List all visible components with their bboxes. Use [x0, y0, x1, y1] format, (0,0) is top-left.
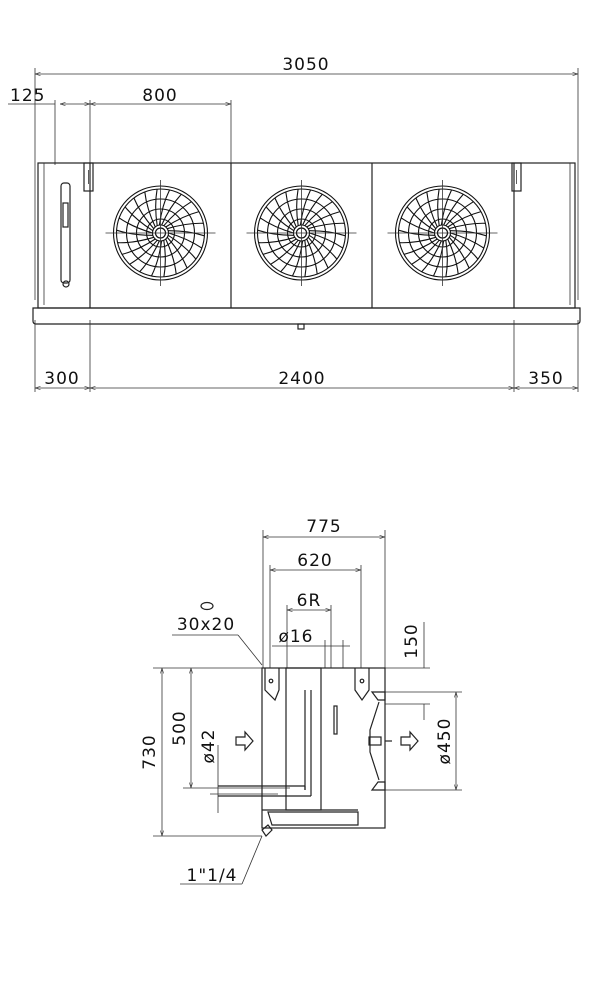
hanger-slot-symbol	[200, 601, 214, 611]
dimension-total-height: 730	[140, 668, 162, 836]
left-overhang-label: 300	[44, 369, 79, 389]
fan-section-label: 2400	[278, 369, 325, 389]
hanger-bracket-left	[83, 162, 94, 192]
hanger-bracket-right	[511, 162, 522, 192]
fan-guard	[246, 180, 357, 286]
dimension-overall-length: 3050	[35, 55, 578, 75]
fan-diameter-label: ø450	[435, 718, 455, 765]
fan-guard	[387, 180, 498, 286]
dimension-left-overhang: 300	[35, 369, 90, 389]
dimension-fan-offset: 150	[385, 622, 430, 720]
radius-label: 6R	[297, 591, 322, 611]
dimension-inner-depth: 620	[270, 551, 361, 571]
dimension-fan-diameter: ø450	[435, 692, 456, 790]
dimension-total-depth: 775	[263, 517, 385, 537]
dimension-right-overhang: 350	[514, 369, 578, 389]
tube-diameter-label: ø16	[278, 627, 313, 647]
fan-guard	[105, 180, 216, 286]
dimension-side-offset: 125	[8, 86, 90, 106]
fan-group	[105, 180, 498, 286]
dimension-inner-height: 500	[170, 668, 191, 788]
hanger-slot-callout: 30x20	[172, 615, 263, 666]
overall-length-label: 3050	[282, 55, 329, 75]
inner-depth-label: 620	[297, 551, 332, 571]
side-housing	[218, 667, 392, 837]
fan-pitch-label: 800	[142, 86, 177, 106]
dimension-fan-section: 2400	[90, 369, 514, 389]
fan-offset-label: 150	[402, 623, 422, 658]
right-overhang-label: 350	[528, 369, 563, 389]
side-offset-label: 125	[10, 86, 45, 106]
front-view: 3050 125 800	[8, 55, 581, 392]
drip-tray	[32, 307, 581, 325]
hanger-slot-label: 30x20	[177, 615, 235, 635]
drain-stub	[297, 323, 305, 330]
inner-height-label: 500	[170, 710, 190, 745]
airflow-arrow-inlet	[235, 730, 254, 752]
drain-callout: 1"1/4	[180, 835, 263, 886]
airflow-arrow-outlet	[400, 730, 419, 752]
total-height-label: 730	[140, 734, 160, 769]
drain-size-label: 1"1/4	[187, 866, 238, 886]
dimension-fan-pitch: 800	[90, 86, 231, 106]
dimension-pipe-diameter: ø42	[199, 728, 278, 813]
total-depth-label: 775	[306, 517, 341, 537]
dimension-tube-diameter: ø16	[272, 627, 350, 668]
side-view: 775 620 6R ø16 30x20	[140, 517, 462, 886]
header-pipe	[60, 182, 71, 288]
dimension-radius: 6R	[287, 591, 331, 611]
pipe-diameter-label: ø42	[199, 728, 219, 763]
